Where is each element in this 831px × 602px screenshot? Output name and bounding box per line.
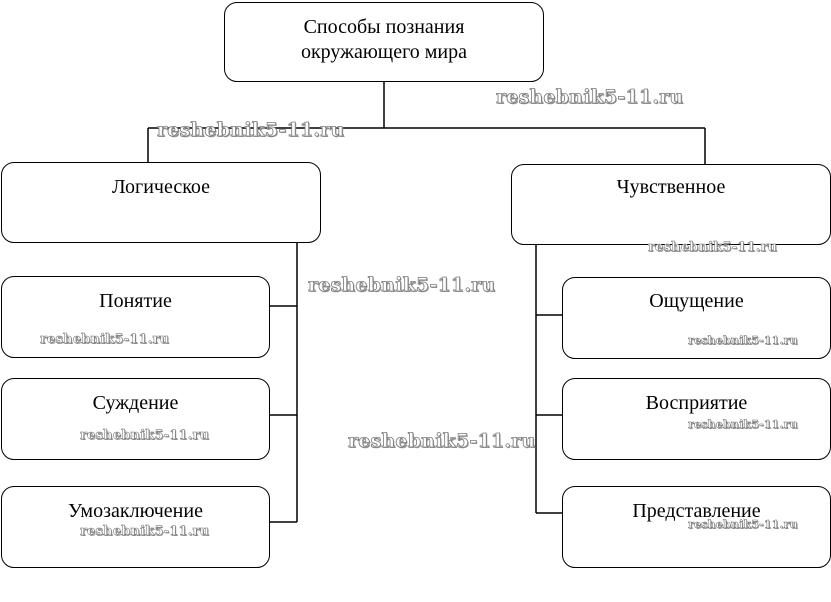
left-item-label: Умозаключение — [68, 500, 203, 522]
watermark: reshebnik5-11.ru — [80, 428, 210, 444]
watermark: reshebnik5-11.ru — [157, 119, 345, 142]
watermark: reshebnik5-11.ru — [648, 240, 778, 256]
watermark: reshebnik5-11.ru — [688, 418, 798, 432]
right-item-node: Восприятие — [562, 378, 831, 460]
root-node: Способы познания окружающего мира — [224, 2, 544, 82]
watermark: reshebnik5-11.ru — [348, 430, 536, 453]
right-item-label: Восприятие — [645, 392, 748, 414]
left-item-label: Понятие — [99, 290, 172, 312]
right-branch-label: Чувственное — [616, 176, 726, 198]
watermark: reshebnik5-11.ru — [496, 86, 684, 109]
right-item-node: Представление — [562, 486, 831, 568]
left-item-node: Умозаключение — [1, 486, 270, 568]
root-node-label: Способы познания окружающего мира — [300, 16, 468, 63]
watermark: reshebnik5-11.ru — [308, 274, 496, 297]
left-branch-label: Логическое — [111, 176, 211, 198]
watermark: reshebnik5-11.ru — [40, 332, 170, 348]
left-item-node: Суждение — [1, 378, 270, 460]
right-item-label: Ощущение — [649, 290, 744, 312]
right-item-label: Представление — [632, 500, 761, 522]
left-branch-node: Логическое — [1, 162, 321, 243]
right-branch-node: Чувственное — [511, 164, 831, 245]
watermark: reshebnik5-11.ru — [688, 334, 798, 348]
right-item-node: Ощущение — [562, 277, 831, 359]
watermark: reshebnik5-11.ru — [80, 524, 210, 540]
watermark: reshebnik5-11.ru — [688, 518, 798, 532]
left-item-node: Понятие — [1, 276, 270, 358]
left-item-label: Суждение — [92, 392, 179, 414]
